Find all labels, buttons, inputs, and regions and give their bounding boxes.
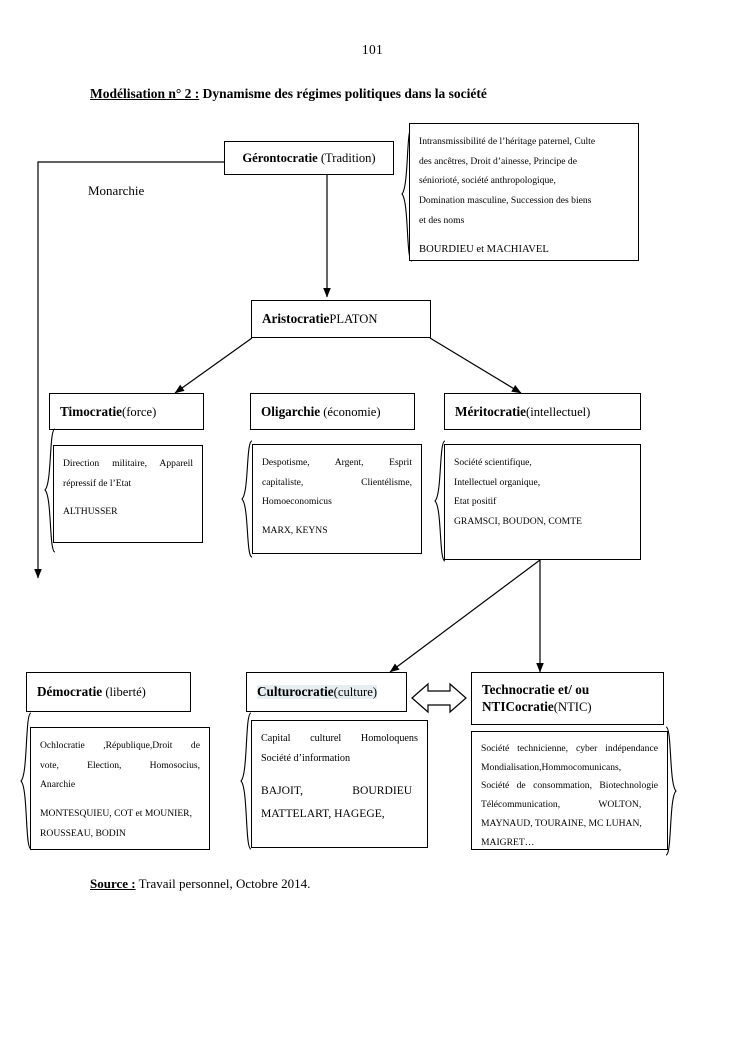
node-oligarchie[interactable]: Oligarchie (économie) [250,393,415,430]
brace-timocratie [44,428,56,553]
node-technocratie-regular: (NTIC) [553,700,592,715]
detail-tradition-line-4: et des noms [419,214,465,226]
detail-technocratie-line-0: Société technicienne, cyber indépendance [481,743,658,754]
title-rest: Dynamisme des régimes politiques dans la… [199,86,487,101]
detail-tradition-line-0: Intransmissibilité de l’héritage paterne… [419,136,596,147]
detail-democratie-authors-2: ROUSSEAU, BODIN [40,827,126,839]
detail-democratie-line-0: Ochlocratie ,République,Droit de [40,740,200,751]
spacer [262,512,412,521]
detail-technocratie-line-2: Société de consommation, Biotechnologie [481,780,658,792]
detail-democratie-authors-1: MONTESQUIEU, COT et MOUNIER, [40,807,192,819]
node-culturocratie-regular: (culture) [333,685,378,699]
detail-timocratie-authors: ALTHUSSER [63,506,118,518]
source-label: Source : [90,876,136,891]
node-timocratie-regular: (force) [122,404,157,419]
brace-tradition [401,126,413,262]
node-culturocratie[interactable]: Culturocratie(culture) [246,672,407,712]
detail-meritocratie-line-2: Etat positif [454,496,497,508]
detail-technocratie-authors-1: Télécommunication, WOLTON, [481,799,642,811]
detail-culturocratie: Capital culturel Homoloquens Société d’i… [251,720,428,848]
detail-oligarchie-line-0: Despotisme, Argent, Esprit [262,457,412,468]
brace-technocratie [665,726,677,856]
detail-democratie: Ochlocratie ,République,Droit de vote, E… [30,727,210,850]
node-technocratie[interactable]: Technocratie et/ ou NTICocratie(NTIC) [471,672,664,725]
detail-culturocratie-line-1: Société d’information [261,753,351,765]
label-monarchie: Monarchie [88,183,145,198]
page-number: 101 [361,42,384,57]
detail-technocratie-authors-2: MAYNAUD, TOURAINE, MC LUHAN, [481,817,642,829]
spacer [261,770,418,779]
node-technocratie-line1: Technocratie et/ ou [482,681,590,697]
double-arrow-icon [411,682,467,714]
title-prefix: Modélisation n° 2 : [90,86,200,101]
node-democratie-bold: Démocratie [37,684,103,699]
node-oligarchie-bold: Oligarchie [261,403,321,419]
detail-oligarchie-line-1: capitaliste, Clientélisme, [262,476,412,488]
node-democratie-regular: (liberté) [102,685,146,699]
spacer [419,230,629,239]
node-gerontocratie-bold: Gérontocratie [242,150,318,165]
detail-timocratie-line-0: Direction militaire, Appareil [63,458,193,469]
node-meritocratie-regular: (intellectuel) [526,404,591,419]
node-aristocratie-regular: PLATON [329,312,378,326]
node-gerontocratie[interactable]: Gérontocratie (Tradition) [224,141,394,175]
node-meritocratie-bold: Méritocratie [455,403,527,419]
detail-culturocratie-authors-1: BAJOIT, BOURDIEU [261,783,413,797]
node-timocratie[interactable]: Timocratie(force) [49,393,204,430]
node-culturocratie-highlight: Culturocratie(culture) [257,684,378,699]
detail-tradition: Intransmissibilité de l’héritage paterne… [409,123,639,261]
detail-tradition-line-2: séniorioté, société anthropologique, [419,175,556,187]
detail-meritocratie-line-0: Société scientifique, [454,457,532,468]
node-culturocratie-bold: Culturocratie [257,684,334,699]
spacer [40,795,200,804]
detail-oligarchie-line-2: Homoeconomicus [262,496,332,508]
detail-oligarchie: Despotisme, Argent, Esprit capitaliste, … [252,444,422,554]
detail-timocratie-line-1: répressif de l’Etat [63,477,132,489]
source-text: Travail personnel, Octobre 2014. [135,876,311,891]
spacer [63,493,193,502]
detail-technocratie: Société technicienne, cyber indépendance… [471,731,668,850]
detail-tradition-authors: BOURDIEU et MACHIAVEL [419,244,549,256]
node-aristocratie-bold: Aristocratie [262,311,330,326]
detail-meritocratie-authors: GRAMSCI, BOUDON, COMTE [454,515,582,527]
detail-tradition-line-1: des ancêtres, Droit d’ainesse, Principe … [419,155,577,167]
detail-technocratie-line-1: Mondialisation,Hommocomunicans, [481,761,622,773]
detail-democratie-line-2: Anarchie [40,779,76,791]
detail-technocratie-authors-3: MAIGRET… [481,836,535,848]
detail-tradition-line-3: Domination masculine, Succession des bie… [419,194,592,206]
node-oligarchie-regular: (économie) [320,404,381,419]
node-democratie[interactable]: Démocratie (liberté) [26,672,191,712]
source-line: Source : Travail personnel, Octobre 2014… [90,876,310,892]
detail-oligarchie-authors: MARX, KEYNS [262,524,328,536]
brace-culturocratie [240,712,252,850]
page-title: Modélisation n° 2 : Dynamisme des régime… [90,86,487,102]
node-gerontocratie-regular: (Tradition) [317,150,376,165]
detail-culturocratie-authors-2: MATTELART, HAGEGE, [261,807,385,820]
detail-culturocratie-line-0: Capital culturel Homoloquens [261,733,418,744]
detail-timocratie: Direction militaire, Appareil répressif … [53,445,203,543]
detail-meritocratie-line-1: Intellectuel organique, [454,476,541,488]
node-timocratie-bold: Timocratie [60,403,123,419]
node-technocratie-line2-bold: NTICocratie [482,699,554,715]
detail-democratie-line-1: vote, Election, Homosocius, [40,759,200,771]
brace-meritocratie [434,440,446,562]
brace-oligarchie [241,440,253,558]
brace-democratie [20,712,32,850]
node-meritocratie[interactable]: Méritocratie(intellectuel) [444,393,641,430]
node-aristocratie[interactable]: AristocratiePLATON [251,300,431,338]
detail-meritocratie: Société scientifique, Intellectuel organ… [444,444,641,560]
